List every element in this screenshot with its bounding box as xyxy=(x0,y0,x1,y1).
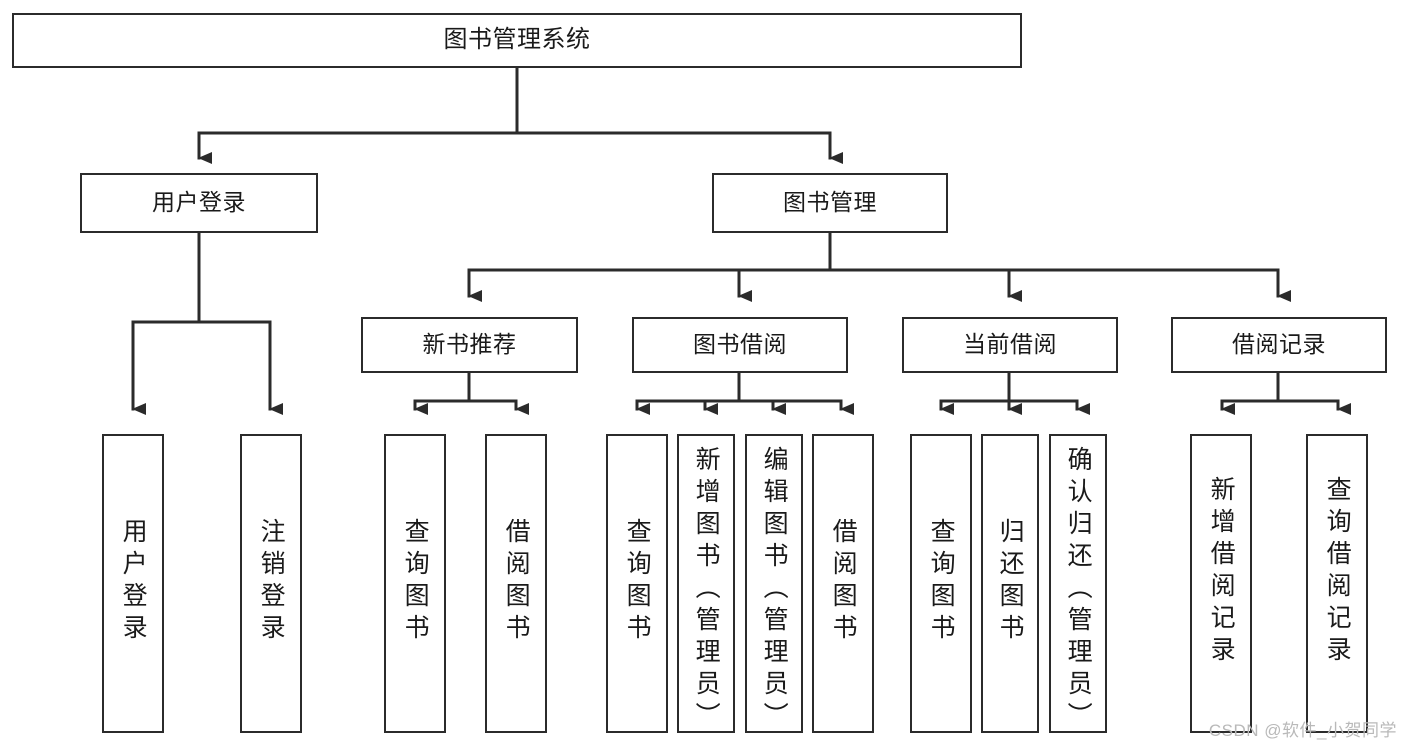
node-leaf-query-book-3-label: 查询图书 xyxy=(927,518,956,646)
node-leaf-return-book[interactable]: 归还图书 xyxy=(981,434,1039,733)
node-leaf-borrow-book-2[interactable]: 借阅图书 xyxy=(812,434,874,733)
node-leaf-add-book[interactable]: 新增图书（管理员） xyxy=(677,434,735,734)
node-borrow-record-label: 借阅记录 xyxy=(1232,331,1326,358)
node-root-system[interactable]: 图书管理系统 xyxy=(12,13,1022,68)
node-leaf-borrow-book-2-label: 借阅图书 xyxy=(829,518,858,646)
node-borrow-record[interactable]: 借阅记录 xyxy=(1171,317,1387,373)
node-user-login[interactable]: 用户登录 xyxy=(80,173,318,233)
node-leaf-borrow-book-1-label: 借阅图书 xyxy=(502,518,531,646)
node-new-book-recommend-label: 新书推荐 xyxy=(422,331,517,358)
node-leaf-user-login[interactable]: 用户登录 xyxy=(102,434,164,733)
node-leaf-borrow-book-1[interactable]: 借阅图书 xyxy=(485,434,547,733)
node-root-system-label: 图书管理系统 xyxy=(443,26,591,54)
node-leaf-query-book-3[interactable]: 查询图书 xyxy=(910,434,972,733)
node-leaf-edit-book-label: 编辑图书（管理员） xyxy=(760,446,789,734)
node-leaf-user-login-label: 用户登录 xyxy=(119,518,148,646)
node-user-login-label: 用户登录 xyxy=(152,189,246,216)
node-leaf-query-book-2[interactable]: 查询图书 xyxy=(606,434,668,733)
node-current-borrow[interactable]: 当前借阅 xyxy=(902,317,1118,373)
node-leaf-add-record-label: 新增借阅记录 xyxy=(1207,476,1236,668)
node-leaf-logout-login[interactable]: 注销登录 xyxy=(240,434,302,733)
node-book-borrow-label: 图书借阅 xyxy=(693,331,787,358)
node-leaf-add-record[interactable]: 新增借阅记录 xyxy=(1190,434,1252,733)
node-leaf-query-book-2-label: 查询图书 xyxy=(623,518,652,646)
node-leaf-confirm-return-label: 确认归还（管理员） xyxy=(1064,446,1093,734)
node-leaf-query-book-1[interactable]: 查询图书 xyxy=(384,434,446,733)
node-leaf-query-book-1-label: 查询图书 xyxy=(401,518,430,646)
node-leaf-logout-login-label: 注销登录 xyxy=(257,518,286,646)
node-book-manage[interactable]: 图书管理 xyxy=(712,173,948,233)
node-leaf-add-book-label: 新增图书（管理员） xyxy=(692,446,721,734)
node-book-manage-label: 图书管理 xyxy=(783,189,877,216)
node-leaf-confirm-return[interactable]: 确认归还（管理员） xyxy=(1049,434,1107,734)
node-leaf-query-record[interactable]: 查询借阅记录 xyxy=(1306,434,1368,733)
node-leaf-query-record-label: 查询借阅记录 xyxy=(1323,476,1352,668)
node-current-borrow-label: 当前借阅 xyxy=(963,331,1057,358)
node-leaf-return-book-label: 归还图书 xyxy=(996,518,1025,646)
node-book-borrow[interactable]: 图书借阅 xyxy=(632,317,848,373)
node-new-book-recommend[interactable]: 新书推荐 xyxy=(361,317,578,373)
node-leaf-edit-book[interactable]: 编辑图书（管理员） xyxy=(745,434,803,734)
